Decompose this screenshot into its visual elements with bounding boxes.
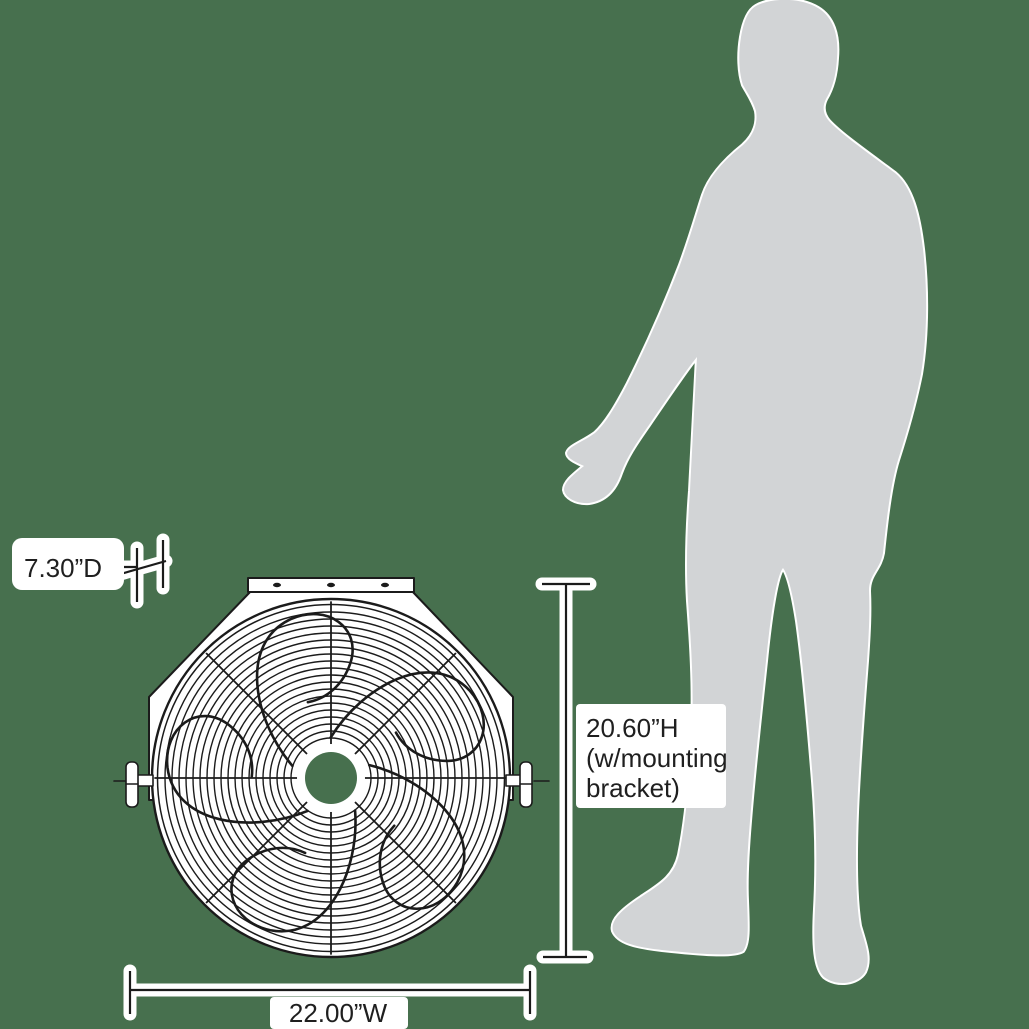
fan-grille-spoke bbox=[205, 800, 309, 904]
fan-grille-spokes bbox=[154, 601, 508, 955]
fan-grille-spoke bbox=[353, 800, 457, 904]
fan-mounting-screws bbox=[273, 582, 389, 588]
depth-dimension-label: 7.30”D bbox=[24, 553, 102, 583]
fan-grille-spoke bbox=[353, 652, 457, 756]
width-dimension-label: 22.00”W bbox=[289, 998, 388, 1028]
width-label-bg bbox=[270, 997, 408, 1029]
height-dimension-lines bbox=[542, 582, 590, 959]
screw-icon bbox=[327, 582, 335, 588]
fan-front-view-drawing bbox=[113, 577, 550, 959]
person-silhouette bbox=[562, 0, 929, 985]
dimension-annotations: 7.30”D 20.60”H (w/mounting bracket) 22.0… bbox=[12, 533, 728, 1029]
fan-left-mount-knob bbox=[113, 761, 154, 808]
screw-icon bbox=[381, 582, 389, 588]
height-dimension-note-line2: bracket) bbox=[586, 773, 680, 803]
fan-right-mount-knob bbox=[505, 761, 550, 808]
height-dimension-note-line1: (w/mounting bbox=[586, 743, 728, 773]
height-label-bg bbox=[576, 704, 726, 808]
height-dimension-label: 20.60”H bbox=[586, 713, 679, 743]
width-dimension-lines bbox=[128, 971, 532, 1014]
depth-label-bg bbox=[12, 538, 124, 590]
fan-grille-spoke bbox=[205, 652, 309, 756]
fan-hub-opening bbox=[305, 752, 357, 804]
screw-icon bbox=[273, 582, 281, 588]
